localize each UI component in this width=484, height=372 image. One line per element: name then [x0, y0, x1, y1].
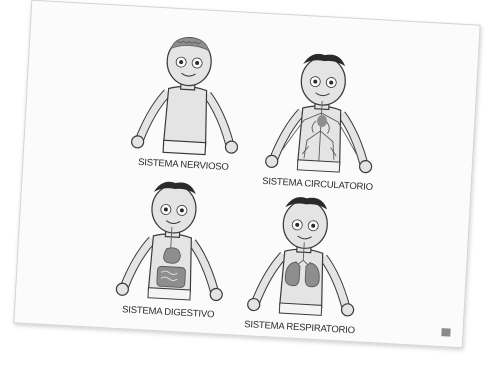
figure-respiratory-system: SISTEMA RESPIRATORIO — [234, 191, 372, 338]
figure-nervous-system: SISTEMA NERVIOSO — [118, 28, 256, 175]
figure-circulatory-system: SISTEMA CIRCULATORIO — [252, 48, 390, 195]
page-number-badge — [441, 328, 450, 336]
child-illustration-nervous — [118, 28, 256, 175]
child-illustration-circulatory — [252, 48, 390, 195]
child-illustration-digestive — [103, 175, 241, 322]
worksheet-page: SISTEMA NERVIOSO — [13, 0, 480, 348]
child-illustration-respiratory — [234, 191, 372, 338]
figure-digestive-system: SISTEMA DIGESTIVO — [103, 175, 241, 322]
